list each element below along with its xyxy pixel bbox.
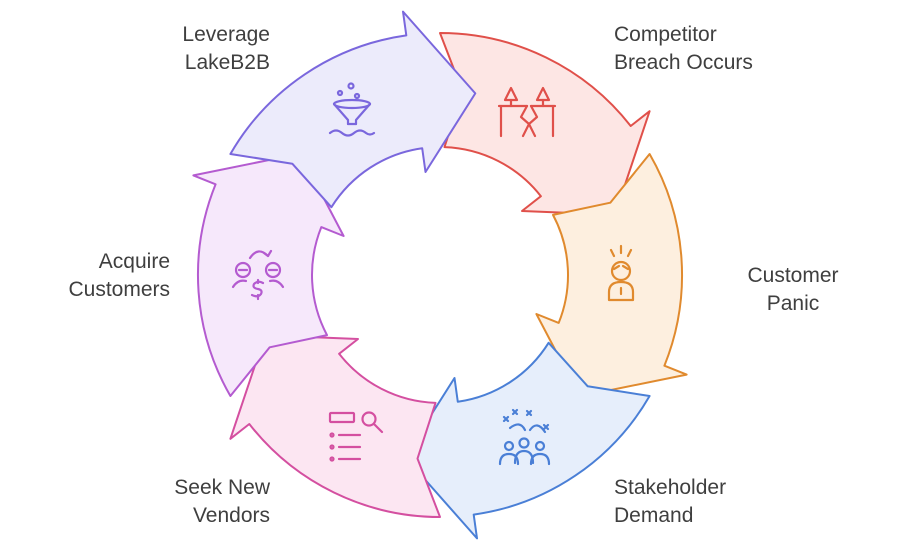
acquire-icon — [231, 249, 285, 301]
label-stakeholder-demand: Stakeholder Demand — [614, 476, 727, 527]
label-leverage-lakeb2b: Leverage LakeB2B — [182, 23, 270, 74]
label-competitor-breach: Competitor Breach Occurs — [614, 23, 753, 74]
funnel-icon — [328, 82, 376, 137]
demand-icon — [498, 408, 551, 466]
label-seek-new-vendors: Seek New Vendors — [174, 476, 270, 527]
arrow-customer-panic — [535, 153, 688, 398]
panic-icon — [607, 244, 635, 302]
label-acquire-customers: Acquire Customers — [68, 250, 170, 301]
label-customer-panic: Customer Panic — [747, 264, 839, 315]
search-list-icon — [328, 411, 384, 462]
arrow-leverage-lakeb2b — [229, 10, 477, 209]
arrow-seek-new-vendors — [229, 334, 441, 518]
breach-icon — [497, 86, 557, 138]
arrow-competitor-breach — [439, 32, 651, 216]
